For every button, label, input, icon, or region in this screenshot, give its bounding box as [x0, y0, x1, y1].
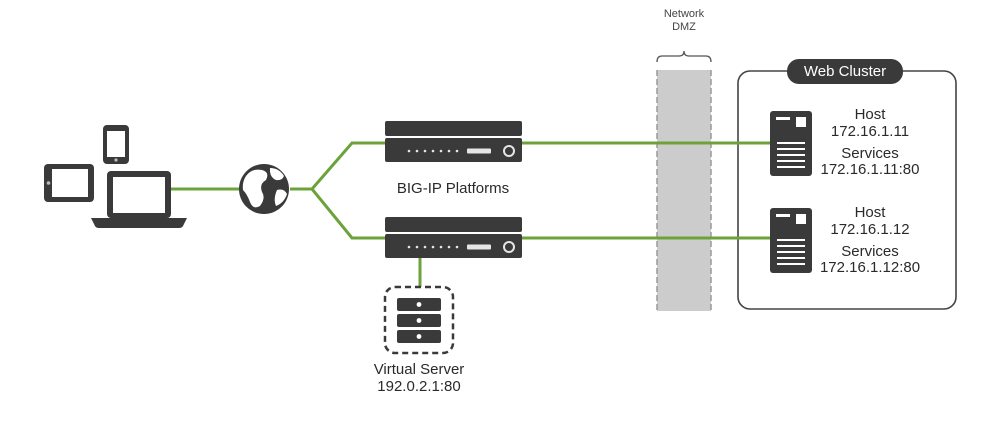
virtual-server-name: Virtual Server	[373, 361, 465, 378]
phone-icon	[103, 125, 129, 164]
host-label: Host	[854, 106, 886, 123]
host-2-info: Host 172.16.1.12 Services 172.16.1.12:80	[815, 204, 925, 277]
virtual-server-label: Virtual Server 192.0.2.1:80	[344, 361, 494, 396]
dmz-brace	[656, 50, 712, 63]
dmz-band	[657, 70, 711, 311]
web-cluster-title: Web Cluster	[787, 59, 903, 84]
services-address: 172.16.1.11:80	[820, 161, 920, 179]
virtual-server-icon	[383, 285, 455, 355]
services-label: Services	[841, 242, 899, 260]
globe-icon	[239, 164, 289, 214]
host-ip: 172.16.1.11	[830, 122, 910, 140]
bigip-appliance-icon	[385, 217, 522, 258]
host-ip: 172.16.1.12	[830, 220, 910, 238]
services-address: 172.16.1.12:80	[819, 259, 921, 277]
bigip-appliance-icon	[385, 121, 522, 162]
host-label: Host	[854, 204, 886, 221]
services-label: Services	[841, 144, 899, 162]
virtual-server-address: 192.0.2.1:80	[377, 377, 461, 395]
server-icon	[770, 111, 812, 176]
laptop-icon	[91, 171, 187, 228]
server-icon	[770, 208, 812, 273]
dmz-label-line1: Network	[663, 8, 705, 20]
host-1-info: Host 172.16.1.11 Services 172.16.1.11:80	[815, 106, 925, 179]
dmz-label: Network DMZ	[649, 8, 719, 34]
tablet-icon	[44, 164, 94, 202]
bigip-platforms-label: BIG-IP Platforms	[396, 180, 510, 197]
dmz-label-line2: DMZ	[672, 21, 696, 34]
